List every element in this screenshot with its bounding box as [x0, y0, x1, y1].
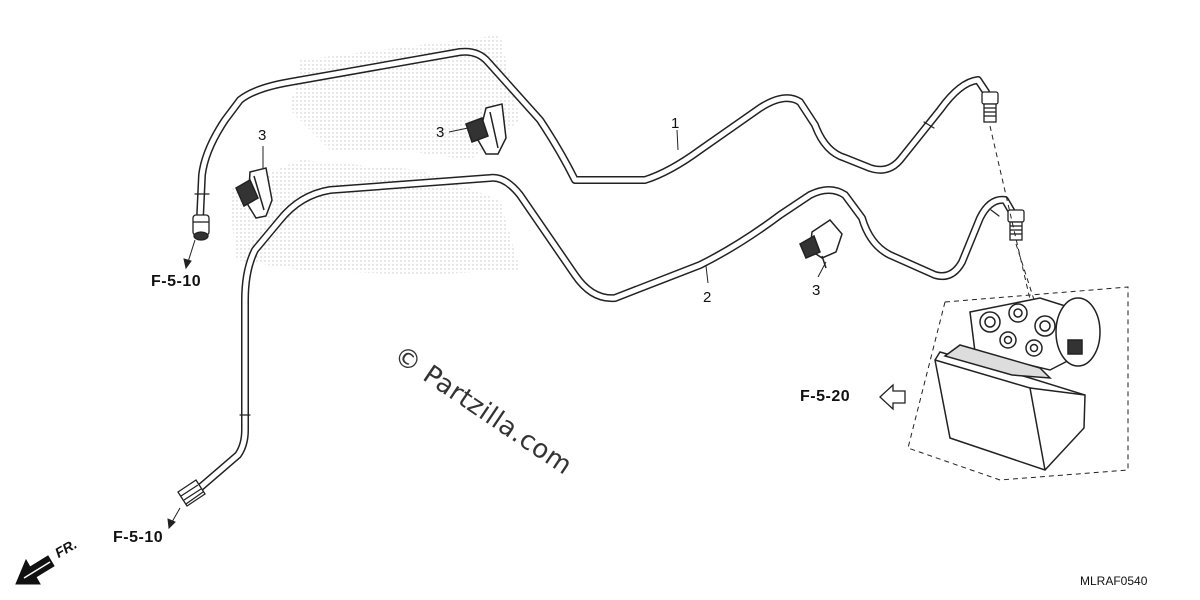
pipe-2-left-fitting [177, 479, 206, 507]
pipe-clamp-right [799, 219, 843, 269]
abs-modulator-unit [934, 297, 1101, 471]
part-number-3-top: 3 [436, 124, 445, 141]
diagram-code: MLRAF0540 [1080, 574, 1148, 588]
reference-label-f-5-20: F-5-20 [800, 388, 851, 405]
brake-pipe-2 [191, 173, 1016, 496]
part-number-3-left: 3 [258, 127, 267, 144]
reference-label-f-5-10-bottom: F-5-10 [113, 529, 164, 546]
part-number-2: 2 [703, 289, 712, 306]
leader-lines [262, 127, 827, 284]
part-number-1: 1 [671, 115, 680, 132]
brake-pipe-1 [194, 47, 990, 222]
reference-label-f-5-10-top: F-5-10 [151, 273, 202, 290]
pipe-clamp-top [465, 103, 507, 155]
pipe-clamp-left [235, 167, 273, 219]
part-number-3-right: 3 [812, 282, 821, 299]
pipe-1-right-fitting [981, 91, 999, 123]
dashed-connection-lines [907, 125, 1129, 481]
front-direction-arrow-icon [15, 555, 55, 585]
pipe-1-left-fitting [192, 214, 210, 241]
hollow-arrow-left-icon [879, 383, 906, 411]
reference-arrows [167, 239, 196, 530]
